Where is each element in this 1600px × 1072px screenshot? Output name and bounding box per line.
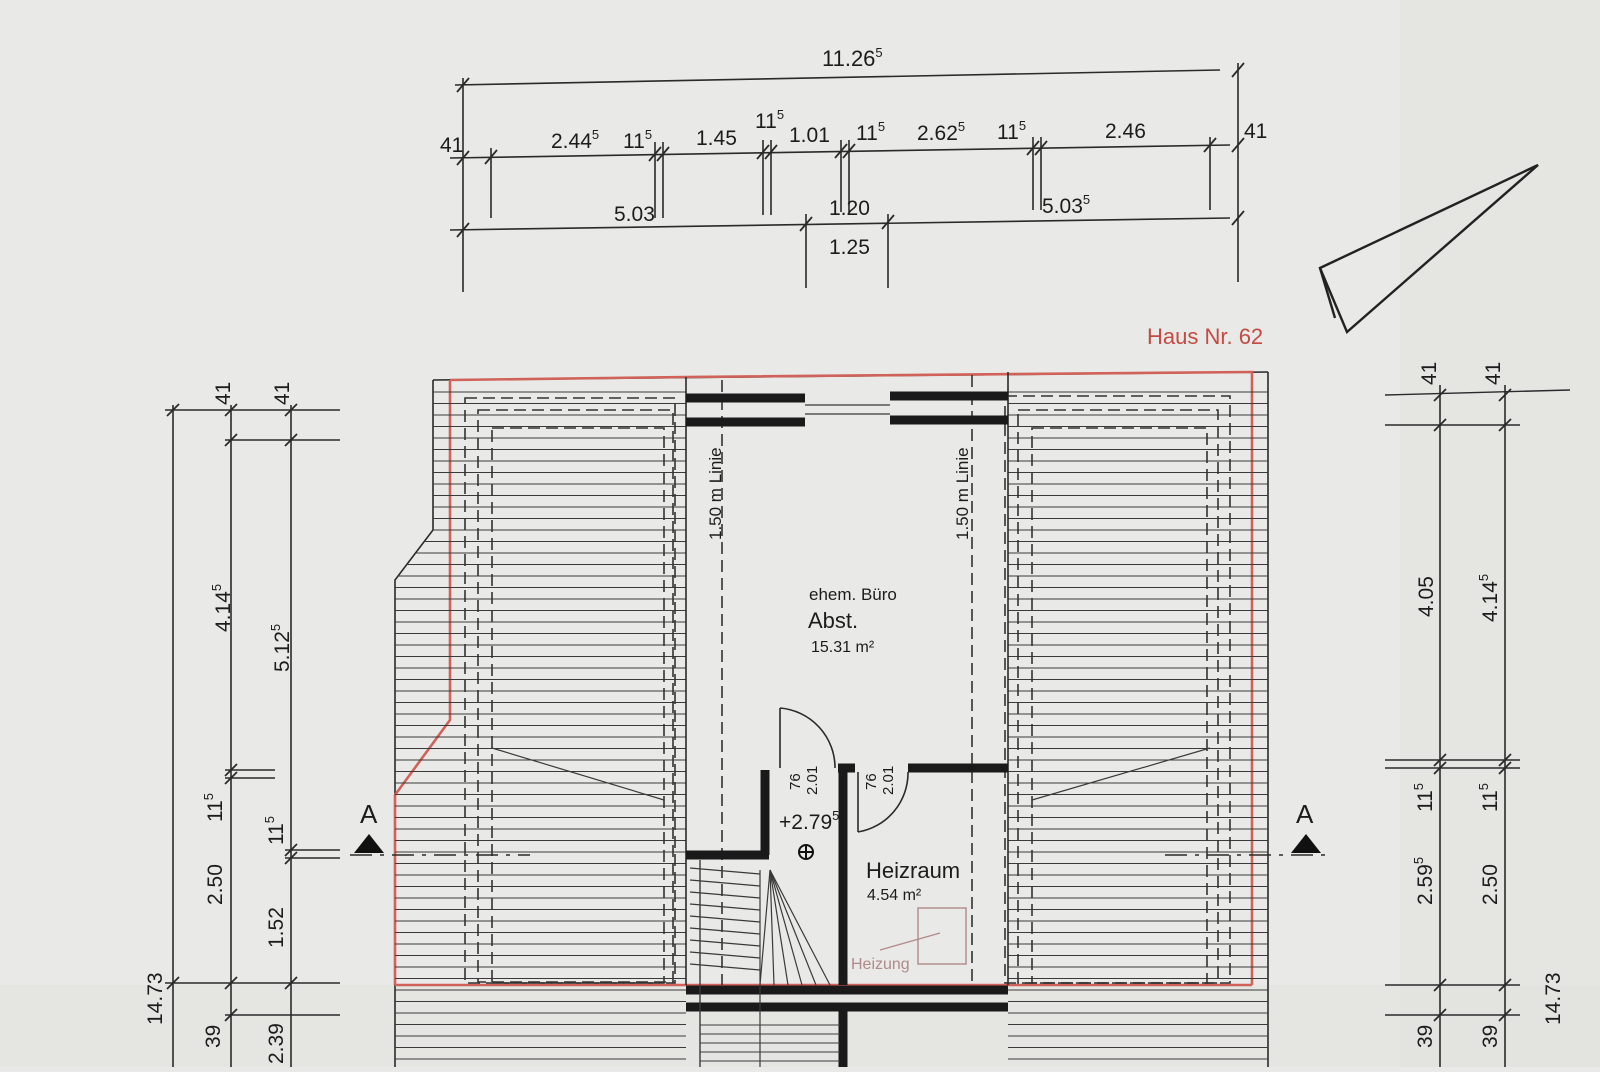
- dim-left-col1-3: 2.50: [204, 864, 227, 905]
- dim-right-outer-0: 14.73: [1542, 972, 1565, 1025]
- north-arrow-icon: [1318, 163, 1539, 334]
- building-outline: [393, 370, 1269, 1067]
- heating-arrow-icon: [879, 932, 941, 951]
- dim-top-7: 2.625: [917, 119, 965, 145]
- stair-tread: [759, 869, 771, 986]
- dim-left-col2-0: 41: [271, 382, 294, 405]
- dim-second-0: 5.03: [614, 203, 655, 226]
- dim-right-col1-1: 4.05: [1415, 576, 1438, 617]
- dim-second-1: 1.20: [829, 197, 870, 220]
- dim-right-col2-4: 39: [1479, 1025, 1502, 1048]
- stair-tread: [689, 939, 761, 947]
- dim-top-3: 1.45: [696, 127, 737, 150]
- dim-right-col1-4: 39: [1414, 1025, 1437, 1048]
- dim-left-outer-0: 14.73: [144, 972, 167, 1025]
- dim-right-col1-0: 41: [1418, 362, 1441, 385]
- paper-fold: [0, 985, 1600, 1067]
- section-markers: A A: [350, 799, 1330, 856]
- stair-tread: [689, 915, 761, 923]
- level-symbol-icon: [798, 844, 814, 860]
- stair-tread: [689, 879, 761, 887]
- level-marker: +2.795: [779, 808, 839, 834]
- stair-tread: [769, 869, 803, 986]
- dim-left-col2-3: 1.52: [265, 907, 288, 948]
- dim-right-col1-2: 115: [1411, 783, 1437, 812]
- door-swings: [779, 707, 909, 833]
- dim-left-col1-2: 115: [201, 793, 227, 822]
- stair-tread: [689, 927, 761, 935]
- dim-top-2: 115: [623, 127, 652, 153]
- right-dimension-chains: 41 4.05 115 2.595 39 41 4.145 115 2.50 3…: [1384, 362, 1571, 1067]
- section-marker-right-icon: [1291, 834, 1321, 853]
- stair-tread: [689, 867, 761, 875]
- stair-tread: [769, 869, 775, 986]
- door-left-height: 2.01: [804, 766, 821, 795]
- paper-shadow: [1400, 0, 1600, 1067]
- stair-tread: [689, 963, 761, 971]
- dim-top-0: 41: [440, 134, 463, 157]
- office-prefix: ehem. Büro: [809, 585, 897, 604]
- section-label-left: A: [360, 799, 378, 829]
- heating-unit-icon: [917, 907, 967, 965]
- dim-top-1: 2.445: [551, 127, 599, 153]
- dim-third-0: 1.25: [829, 236, 870, 259]
- section-marker-left-icon: [354, 834, 384, 853]
- section-label-right: A: [1296, 799, 1314, 829]
- house-number-label: Haus Nr. 62: [1147, 324, 1263, 349]
- dim-right-col2-3: 2.50: [1479, 864, 1502, 905]
- dim-right-col2-1: 4.145: [1476, 574, 1502, 622]
- dim-right-col1-3: 2.595: [1411, 857, 1437, 905]
- roof-hatching-left: [395, 391, 686, 1060]
- walls: [685, 372, 1009, 1067]
- door-right-width: 76: [863, 773, 880, 790]
- office-name: Abst.: [808, 608, 858, 633]
- stair-tread: [769, 869, 817, 986]
- dim-second-2: 5.035: [1042, 192, 1090, 218]
- stair-tread: [689, 891, 761, 899]
- rafter-dashes: [464, 375, 1231, 985]
- left-dimension-chains: 41 4.145 115 2.50 41 5.125 115 1.52 2.39…: [144, 382, 340, 1067]
- dim-top-5: 1.01: [789, 124, 830, 147]
- top-dimension-chains: 11.265 41 2.445 115 1.45 115 1.01 115 2.…: [440, 45, 1267, 292]
- roof-hatching-right: [1008, 391, 1268, 1060]
- boiler-room-name: Heizraum: [866, 858, 960, 883]
- stair-tread: [769, 869, 789, 986]
- skylight-lines: [491, 747, 1211, 801]
- door-right-height: 2.01: [880, 766, 897, 795]
- dim-right-col2-0: 41: [1482, 362, 1505, 385]
- dim-left-col1-1: 4.145: [209, 584, 235, 632]
- dim-left-outer-1: 39: [202, 1025, 225, 1048]
- dim-left-col1-0: 41: [212, 382, 235, 405]
- line-label-left: 1.50 m Linie: [706, 447, 725, 540]
- overall-width: 11.265: [822, 45, 883, 71]
- stair-tread: [689, 903, 761, 911]
- staircase: [689, 860, 840, 1067]
- stair-tread: [689, 951, 761, 959]
- door-left-width: 76: [787, 773, 804, 790]
- overall-dimension-line: [454, 69, 1221, 86]
- dim-top-4: 115: [755, 107, 784, 133]
- boiler-room-area: 4.54 m²: [867, 887, 922, 904]
- dim-left-col2-2: 115: [262, 816, 288, 845]
- office-area: 15.31 m²: [811, 639, 875, 656]
- line-label-right: 1.50 m Linie: [953, 447, 972, 540]
- heating-label: Heizung: [851, 956, 910, 973]
- dim-left-col2-4: 2.39: [265, 1023, 288, 1064]
- dim-left-col2-1: 5.125: [268, 624, 294, 672]
- dim-top-8: 115: [997, 118, 1026, 144]
- dim-top-6: 115: [856, 119, 885, 145]
- dim-top-9: 2.46: [1105, 120, 1146, 143]
- stair-tread: [769, 869, 831, 986]
- second-row-dimension-line: [449, 217, 1231, 231]
- dim-top-10: 41: [1244, 120, 1267, 143]
- dim-right-col2-2: 115: [1476, 783, 1502, 812]
